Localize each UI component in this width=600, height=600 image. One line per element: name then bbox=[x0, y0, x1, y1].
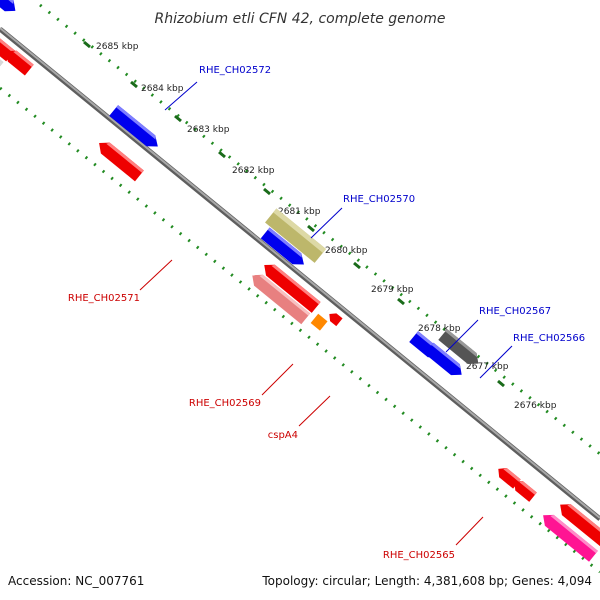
gene-arrow[interactable] bbox=[260, 260, 321, 313]
gene-arrow-magenta[interactable] bbox=[539, 510, 598, 562]
scale-tick bbox=[497, 379, 505, 388]
genome-backbone-highlight bbox=[0, 27, 600, 519]
gene-arrow[interactable] bbox=[326, 310, 343, 327]
gene-label[interactable]: RHE_CH02572 bbox=[199, 65, 271, 76]
kbp-label: 2676 kbp bbox=[514, 401, 557, 411]
scale-tick bbox=[130, 80, 138, 89]
gene-label[interactable]: RHE_CH02570 bbox=[343, 194, 415, 205]
kbp-label: 2682 kbp bbox=[232, 166, 275, 176]
gene-label[interactable]: RHE_CH02569 bbox=[189, 398, 261, 409]
gene-label[interactable]: RHE_CH02571 bbox=[68, 293, 140, 304]
scale-tick bbox=[263, 187, 271, 196]
kbp-label: 2678 kbp bbox=[418, 324, 461, 334]
gene-features bbox=[0, 0, 600, 562]
misc-feature[interactable] bbox=[265, 208, 327, 263]
scale-tick bbox=[307, 224, 315, 233]
gene-arrow[interactable] bbox=[109, 105, 162, 152]
scale-tick bbox=[174, 114, 182, 123]
gene-arrow[interactable] bbox=[424, 342, 466, 380]
gene-label[interactable]: RHE_CH02567 bbox=[479, 306, 551, 317]
leader-line bbox=[298, 395, 331, 427]
map-title: Rhizobium etli CFN 42, complete genome bbox=[155, 11, 446, 27]
gene-arrow-grey[interactable] bbox=[438, 329, 482, 369]
leader-line bbox=[261, 363, 294, 396]
kbp-label: 2677 kbp bbox=[466, 362, 509, 372]
gene-arrow[interactable] bbox=[260, 227, 309, 269]
leader-line bbox=[455, 516, 484, 546]
kbp-label: 2683 kbp bbox=[187, 125, 230, 135]
kbp-label: 2685 kbp bbox=[96, 42, 139, 52]
scale-tick bbox=[218, 150, 226, 159]
leader-line bbox=[445, 319, 479, 353]
topology-text: Topology: circular; Length: 4,381,608 bp… bbox=[261, 574, 592, 588]
gene-arrow[interactable] bbox=[511, 477, 537, 502]
scale-tick bbox=[353, 261, 361, 270]
leader-line bbox=[164, 81, 198, 111]
gene-arrow[interactable] bbox=[2, 46, 34, 76]
scale-tick bbox=[397, 297, 405, 306]
kbp-label: 2684 kbp bbox=[141, 84, 184, 94]
gene-label[interactable]: RHE_CH02565 bbox=[383, 550, 455, 561]
lower-scale-track bbox=[0, 86, 600, 574]
kbp-label: 2681 kbp bbox=[278, 207, 321, 217]
kbp-label: 2680 kbp bbox=[325, 246, 368, 256]
leader-line bbox=[479, 345, 513, 379]
gene-arrow-pink[interactable] bbox=[248, 270, 311, 325]
scale-tick bbox=[83, 40, 91, 49]
kbp-label: 2679 kbp bbox=[371, 285, 414, 295]
gene-arrow[interactable] bbox=[556, 499, 600, 550]
gene-label[interactable]: cspA4 bbox=[268, 430, 298, 441]
gene-label[interactable]: RHE_CH02566 bbox=[513, 333, 585, 344]
gene-arrow[interactable] bbox=[95, 138, 144, 182]
cspA4-gene[interactable] bbox=[310, 313, 328, 331]
leader-line bbox=[310, 207, 343, 239]
label-leaders bbox=[139, 81, 513, 546]
leader-line bbox=[139, 259, 173, 291]
gene-arrow[interactable] bbox=[0, 0, 20, 16]
accession-text: Accession: NC_007761 bbox=[8, 574, 144, 588]
